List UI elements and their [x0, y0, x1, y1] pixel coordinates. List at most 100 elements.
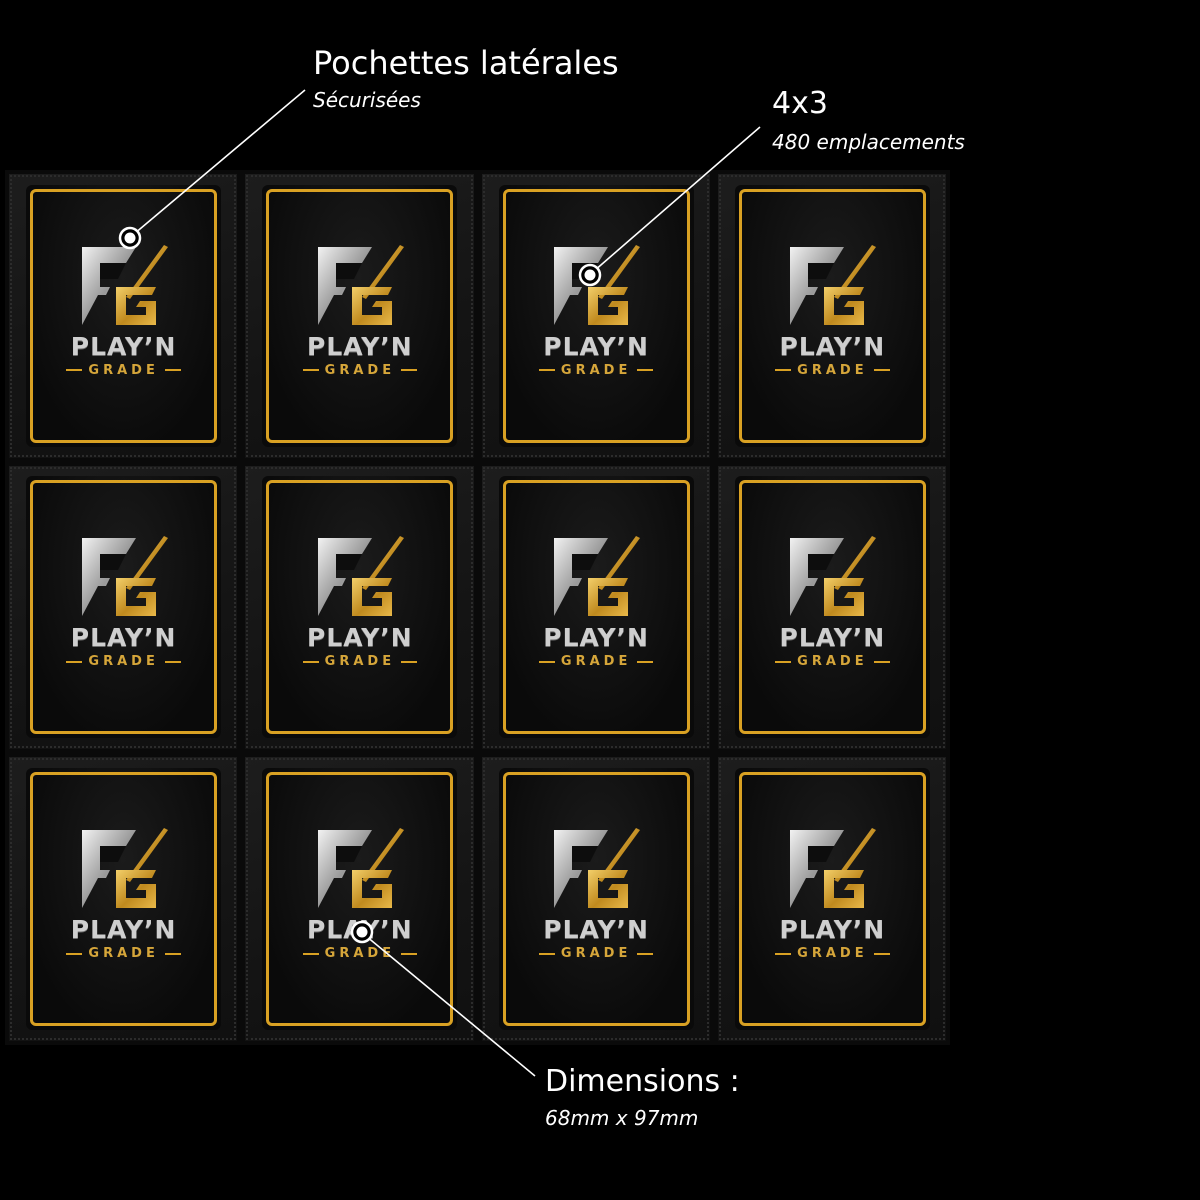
gold-dash-right — [637, 660, 654, 663]
callout-dimensions-title: Dimensions : — [545, 1064, 740, 1099]
brand-name-grade: GRADE — [324, 362, 396, 378]
pg-monogram-logo-icon — [317, 244, 404, 325]
gold-dash-left — [775, 369, 792, 372]
brand-name-grade: GRADE — [88, 362, 159, 378]
pg-monogram-logo-icon — [81, 536, 168, 617]
pg-monogram-logo-icon — [554, 536, 641, 617]
card-gold-frame — [738, 480, 926, 735]
brand-name-playn: PLAY’N — [543, 915, 649, 945]
brand-name-playn: PLAY’N — [70, 331, 177, 361]
gold-dash-left — [775, 660, 792, 663]
brand-subline: GRADE — [735, 363, 930, 378]
gold-dash-left — [538, 660, 555, 663]
brand-subline: GRADE — [262, 363, 457, 378]
gold-dash-right — [401, 952, 418, 955]
callout-dimensions-subtitle: 68mm x 97mm — [545, 1106, 699, 1130]
gold-dash-left — [66, 660, 83, 663]
brand-subline: GRADE — [26, 363, 221, 378]
brand-name-grade: GRADE — [797, 362, 868, 378]
gold-dash-right — [401, 369, 418, 372]
brand-name-playn: PLAY’N — [543, 623, 649, 653]
gold-dash-left — [66, 952, 83, 955]
brand-name-playn: PLAY’N — [307, 623, 413, 653]
pg-monogram-logo-icon — [81, 828, 168, 909]
card-gold-frame — [266, 772, 454, 1027]
brand-name-grade: GRADE — [797, 654, 868, 670]
callout-side-pockets-title: Pochettes latérales — [313, 44, 619, 82]
brand-subline: GRADE — [735, 654, 930, 669]
pg-monogram-logo-icon — [554, 828, 641, 909]
gold-dash-right — [873, 952, 890, 955]
gold-dash-right — [164, 660, 181, 663]
brand-subline: GRADE — [26, 946, 221, 961]
brand-subline: GRADE — [499, 654, 694, 669]
gold-dash-left — [302, 952, 319, 955]
gold-dash-right — [873, 660, 890, 663]
brand-name-playn: PLAY’N — [70, 623, 177, 653]
gold-dash-left — [775, 952, 792, 955]
brand-name-grade: GRADE — [324, 946, 396, 962]
pg-monogram-logo-icon — [317, 536, 404, 617]
gold-dash-right — [637, 369, 654, 372]
brand-subline: GRADE — [499, 363, 694, 378]
card-gold-frame — [30, 480, 218, 735]
brand-subline: GRADE — [735, 946, 930, 961]
pg-monogram-logo-icon — [790, 828, 877, 909]
callout-grid-format-subtitle: 480 emplacements — [772, 130, 965, 154]
brand-name-grade: GRADE — [560, 362, 632, 378]
brand-name-grade: GRADE — [324, 654, 396, 670]
brand-name-playn: PLAY’N — [779, 623, 886, 653]
gold-dash-left — [538, 952, 555, 955]
brand-subline: GRADE — [262, 946, 457, 961]
card-gold-frame — [502, 772, 690, 1027]
brand-name-playn: PLAY’N — [543, 331, 649, 361]
brand-subline: GRADE — [499, 946, 694, 961]
brand-name-grade: GRADE — [88, 946, 159, 962]
gold-dash-left — [302, 369, 319, 372]
gold-dash-right — [164, 952, 181, 955]
pg-monogram-logo-icon — [554, 244, 641, 325]
callout-side-pockets-subtitle: Sécurisées — [313, 88, 421, 112]
brand-name-playn: PLAY’N — [307, 915, 413, 945]
gold-dash-right — [873, 369, 890, 372]
brand-name-playn: PLAY’N — [779, 915, 886, 945]
gold-dash-right — [164, 369, 181, 372]
card-gold-frame — [266, 188, 454, 443]
brand-name-grade: GRADE — [88, 654, 159, 670]
brand-name-playn: PLAY’N — [70, 915, 177, 945]
callout-grid-format-title: 4x3 — [772, 86, 828, 121]
brand-name-grade: GRADE — [560, 654, 632, 670]
pg-monogram-logo-icon — [317, 828, 404, 909]
brand-name-playn: PLAY’N — [307, 331, 413, 361]
pg-monogram-logo-icon — [81, 244, 168, 325]
card-gold-frame — [502, 480, 690, 735]
card-gold-frame — [30, 188, 218, 443]
card-gold-frame — [266, 480, 454, 735]
brand-name-grade: GRADE — [797, 946, 868, 962]
gold-dash-right — [401, 660, 418, 663]
gold-dash-right — [637, 952, 654, 955]
pg-monogram-logo-icon — [790, 536, 877, 617]
gold-dash-left — [302, 660, 319, 663]
